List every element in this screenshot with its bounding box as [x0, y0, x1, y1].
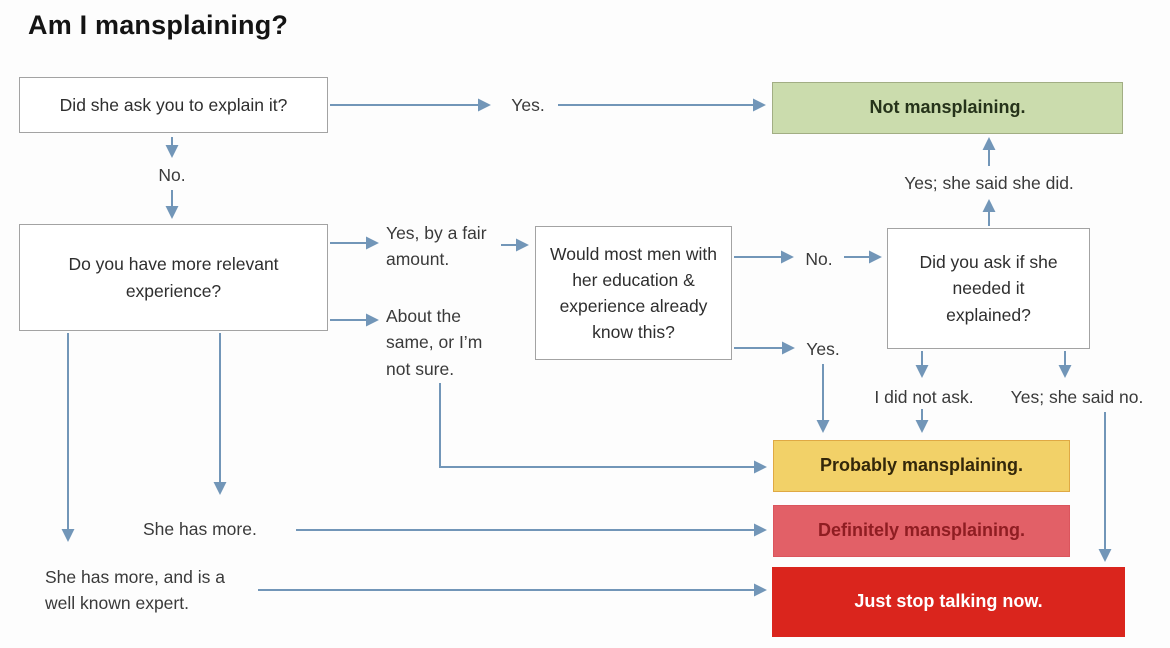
edge-label-yes-by-fair-amount: Yes, by a fair amount. — [386, 223, 487, 270]
edge-label-yes-mid: Yes. — [806, 339, 840, 359]
edge-label-no-mid: No. — [805, 249, 833, 269]
node-did-you-ask-if-needed: Did you ask if she needed it explained? — [887, 228, 1090, 349]
edge-label-no-top: No. — [158, 165, 186, 185]
edge-label-she-has-more-expert: She has more, and is a well known expert… — [45, 567, 225, 614]
node-just-stop-talking: Just stop talking now. — [772, 567, 1125, 637]
node-most-men-already-know: Would most men with her education & expe… — [535, 226, 732, 360]
node-not-mansplaining: Not mansplaining. — [772, 82, 1123, 134]
node-probably-mansplaining: Probably mansplaining. — [773, 440, 1070, 492]
arrow-aboutsame-to-probably — [439, 383, 767, 474]
edge-label-yes-she-said-no: Yes; she said no. — [1010, 387, 1144, 407]
edge-label-she-has-more: She has more. — [143, 519, 257, 539]
edge-label-yes-top: Yes. — [511, 95, 545, 115]
node-more-relevant-experience: Do you have more relevant experience? — [19, 224, 328, 331]
node-did-she-ask-explain: Did she ask you to explain it? — [19, 77, 328, 133]
edge-label-i-did-not-ask: I did not ask. — [874, 387, 974, 407]
node-definitely-mansplaining: Definitely mansplaining. — [773, 505, 1070, 557]
page-title: Am I mansplaining? — [28, 10, 289, 40]
edge-label-yes-she-said-she-did: Yes; she said she did. — [904, 173, 1074, 193]
edge-label-about-the-same: About the same, or I’m not sure. — [386, 306, 483, 379]
